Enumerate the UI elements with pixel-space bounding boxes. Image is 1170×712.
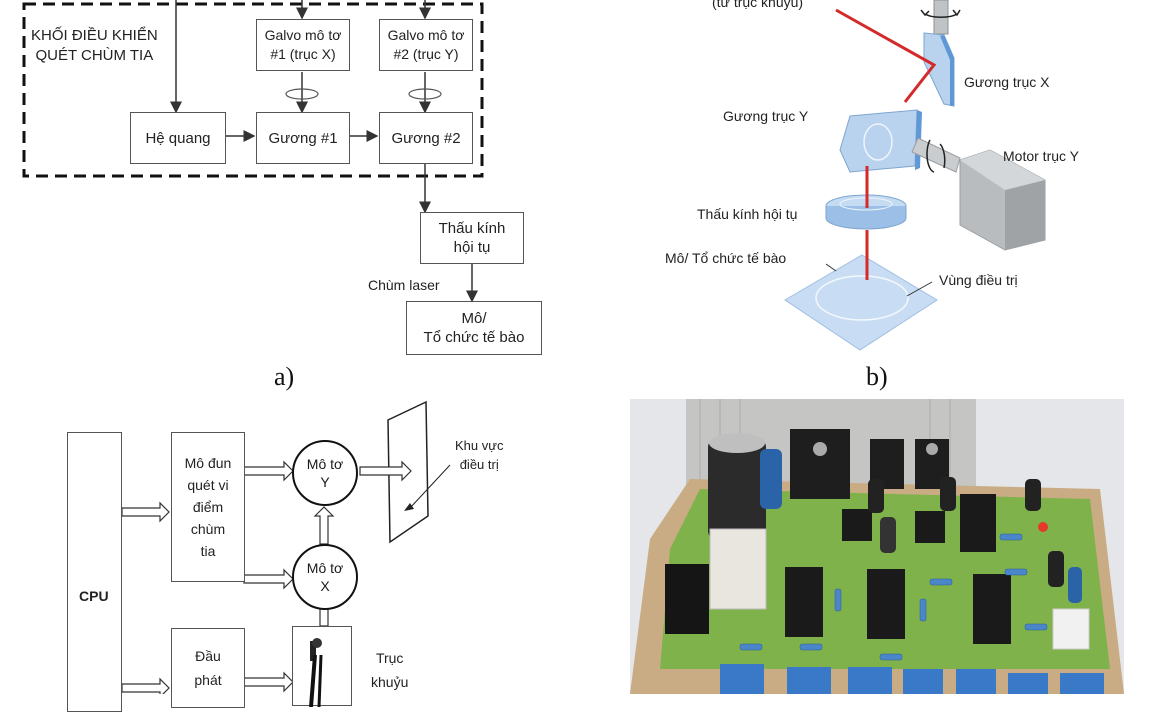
tissue-label: Mô/ Tổ chức tế bào — [665, 250, 787, 266]
ic-4 — [842, 509, 872, 541]
motor-x-node: Mô tơ X — [292, 544, 358, 610]
scan-control-group-title: KHỐI ĐIỀU KHIỂN QUÉT CHÙM TIA — [31, 27, 158, 64]
crankshaft-block — [292, 626, 352, 707]
galvo-motor-2-block: Galvo mô tơ #2 (trục Y) — [379, 19, 473, 71]
ic-6 — [960, 494, 996, 552]
circuit-board-illustration — [630, 399, 1124, 694]
ic-5 — [915, 511, 945, 543]
shaft-coupling-1 — [285, 88, 319, 100]
mirror-y-shape — [839, 109, 918, 173]
mirror-1-block: Gương #1 — [256, 112, 350, 164]
treatment-zone-label: Vùng điều trị — [939, 272, 1018, 288]
scan-control-group-border — [22, 2, 484, 178]
laser-beam-path — [835, 8, 937, 103]
panel-b-caption: b) — [866, 362, 888, 391]
laser-beam-label: Chùm laser — [368, 277, 440, 293]
ic-2 — [867, 569, 905, 639]
arrow-emitter-to-crank — [243, 671, 294, 693]
focusing-lens-label: Thấu kính hội tụ — [697, 206, 798, 222]
power-ic — [790, 429, 850, 499]
mirror-2-block: Gương #2 — [379, 112, 473, 164]
focusing-lens-block: Thấu kính hội tụ — [420, 212, 524, 264]
mirror-y-label: Gương trục Y — [723, 108, 809, 124]
motor-y-node: Mô tơ Y — [292, 440, 358, 506]
shaft-coupling-2 — [408, 88, 442, 100]
treatment-area-pointer — [409, 464, 451, 509]
ic-1 — [785, 567, 823, 637]
cpu-block: CPU — [67, 432, 122, 712]
optics-block: Hệ quang — [130, 112, 226, 164]
motor-y-shaft — [911, 137, 961, 173]
panel-a-connectors — [22, 0, 484, 303]
trimmer-pots — [720, 664, 1104, 694]
power-resistor — [709, 528, 767, 610]
arrow-motor-x-to-motor-y — [313, 506, 335, 545]
panel-c-connectors — [121, 400, 451, 694]
ic-3 — [973, 574, 1011, 644]
arrow-motor-y-to-area — [359, 460, 412, 482]
scan-module-block: Mô đun quét vi điểm chùm tia — [171, 432, 245, 582]
rotation-arrow-y — [926, 139, 935, 173]
crankshaft-label: Trục khuỷu — [371, 650, 409, 690]
mirror-x-label: Gương trục X — [964, 74, 1050, 90]
mirror-x-shape — [923, 32, 955, 107]
galvo-motor-1-block: Galvo mô tơ #1 (trục X) — [256, 19, 350, 71]
treatment-area-label: Khu vực điều trị — [455, 438, 504, 472]
beam-source-label: (từ trục khuỷu) — [712, 0, 804, 10]
arrow-cpu-to-scan — [121, 501, 170, 523]
connector-8pin — [665, 564, 709, 634]
panel-d-circuit-photo — [630, 399, 1124, 694]
arrow-cpu-to-emitter — [121, 677, 170, 694]
cpu-label: CPU — [79, 588, 109, 604]
panel-b-illustration — [784, 0, 1046, 351]
rotation-arrow-x — [924, 13, 958, 19]
arrow-scan-to-motor-x — [243, 568, 294, 590]
crankshaft-image — [309, 638, 323, 707]
tissue-plane-shape — [784, 254, 938, 351]
treatment-zone-outline — [815, 275, 909, 321]
header-connector — [1052, 608, 1090, 650]
panel-a-caption: a) — [274, 362, 295, 391]
tissue-block: Mô/ Tổ chức tế bào — [406, 301, 542, 355]
capacitor-large — [708, 439, 766, 539]
motor-y-label: Motor trục Y — [1003, 148, 1079, 164]
emitter-block: Đầu phát — [171, 628, 245, 708]
arrow-scan-to-motor-y — [243, 460, 294, 482]
